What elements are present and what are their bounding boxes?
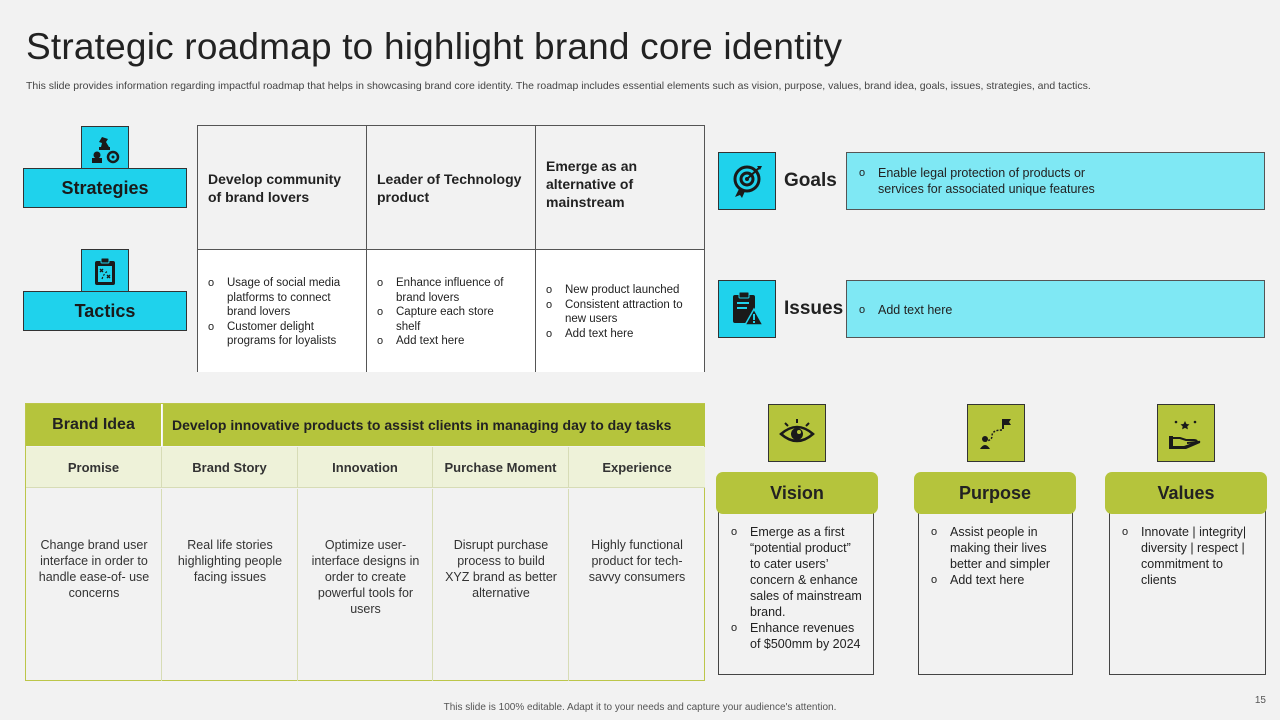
list-item: Innovate | integrity| diversity | respec… [1122,524,1255,588]
brand-table: Brand Idea Develop innovative products t… [25,403,705,681]
list-item: Customer delight programs for loyalists [208,320,360,349]
clipboard-tactics-icon [81,249,129,295]
brand-cell-innovation: Optimize user- interface designs in orde… [311,538,420,616]
grid-header-2: Leader of Technology product [367,126,536,249]
list-item: Enhance revenues of $500mm by 2024 [731,620,863,652]
issues-box: Add text here [846,280,1265,338]
list-item: New product launched [546,283,696,298]
list-item: Assist people in making their lives bett… [931,524,1062,572]
goals-box: Enable legal protection of products or s… [846,152,1265,210]
goals-text: Enable legal protection of products or s… [859,165,1109,197]
list-item: Consistent attraction to new users [546,298,696,327]
brand-cell-story: Real life stories highlighting people fa… [177,538,283,584]
grid-header-3: Emerge as an alternative of mainstream [546,157,638,210]
list-item: Add text here [546,327,696,342]
brand-idea-value: Develop innovative products to assist cl… [163,404,705,446]
brand-header-innovation: Innovation [298,447,433,487]
page-number: 15 [1254,695,1266,706]
page-title: Strategic roadmap to highlight brand cor… [26,26,843,67]
purpose-box: Assist people in making their lives bett… [918,508,1073,675]
list-item: Emerge as a first “potential product” to… [731,524,863,620]
grid-cell-1: Usage of social media platforms to conne… [198,249,367,372]
vision-label: Vision [716,472,878,514]
brand-idea-label: Brand Idea [26,404,162,446]
chess-strategy-icon [81,126,129,172]
hand-heart-values-icon [1157,404,1215,462]
vision-box: Emerge as a first “potential product” to… [718,508,874,675]
grid-cell-2: Enhance influence of brand lovers Captur… [367,249,536,372]
values-box: Innovate | integrity| diversity | respec… [1109,508,1266,675]
issues-label: Issues [784,298,844,319]
purpose-label: Purpose [914,472,1076,514]
warning-issues-icon [718,280,776,338]
list-item: Usage of social media platforms to conne… [208,276,360,320]
brand-cell-experience: Highly functional product for tech- savv… [588,538,686,584]
path-flag-purpose-icon [967,404,1025,462]
goals-label: Goals [784,170,837,191]
list-item: Add text here [377,334,515,349]
issues-text: Add text here [859,302,1252,318]
target-goals-icon [718,152,776,210]
brand-cell-purchase: Disrupt purchase process to build XYZ br… [445,538,557,600]
brand-header-promise: Promise [26,447,162,487]
footer-note: This slide is 100% editable. Adapt it to… [443,702,837,713]
list-item: Add text here [931,572,1062,588]
brand-header-experience: Experience [602,459,672,475]
brand-header-story: Brand Story [162,447,298,487]
brand-cell-promise: Change brand user interface in order to … [38,538,150,600]
grid-header-1: Develop community of brand lovers [198,126,367,249]
grid-cell-3: New product launched Consistent attracti… [536,249,704,372]
tactics-label: Tactics [23,291,187,331]
list-item: Enhance influence of brand lovers [377,276,515,305]
brand-header-row: Promise Brand Story Innovation Purchase … [26,447,705,488]
values-label: Values [1105,472,1267,514]
page-subtitle: This slide provides information regardin… [26,80,1091,92]
brand-header-purchase: Purchase Moment [433,447,569,487]
strategies-label: Strategies [23,168,187,208]
eye-vision-icon [768,404,826,462]
list-item: Capture each store shelf [377,305,515,334]
strategy-tactics-grid: Develop community of brand lovers Leader… [197,125,705,372]
